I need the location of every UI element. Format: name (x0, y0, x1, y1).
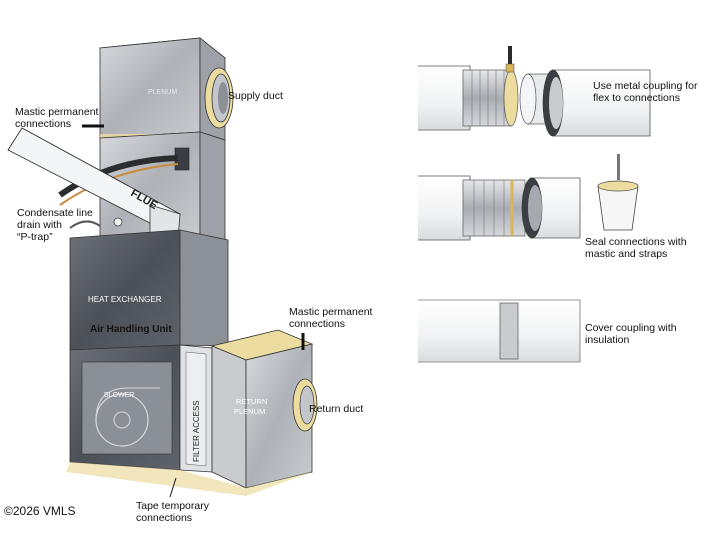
return-plenum-label-1: RETURN (236, 397, 267, 406)
supply-duct-collar (204, 67, 234, 129)
step-3-illustration (418, 299, 581, 363)
leader-lines (82, 124, 305, 498)
filter-access-label: FILTER ACCESS (192, 400, 201, 462)
plenum-label: PLENUM (148, 89, 177, 96)
step-2-illustration (418, 154, 639, 241)
mastic-right-label-2: connections (289, 318, 346, 330)
step-1-text-line-1: Use metal coupling for (593, 80, 698, 92)
blower-section (69, 344, 181, 471)
step-1-illustration (418, 46, 651, 137)
tape-temporary-label-1: Tape temporary (136, 500, 209, 512)
mastic-top-label-1: Mastic permanent (15, 106, 99, 118)
heat-exchanger-label: HEAT EXCHANGER (88, 295, 162, 304)
supply-duct-label: Supply duct (228, 90, 283, 102)
step-3-text-line-2: insulation (585, 334, 630, 346)
tape-temporary-label-2: connections (136, 512, 193, 524)
step-1-text-line-2: flex to connections (593, 92, 680, 104)
blower-label: BLOWER (104, 392, 134, 399)
condensate-label-3: “P-trap” (17, 231, 53, 243)
air-handling-unit-label: Air Handling Unit (90, 324, 172, 335)
condensate-label-2: drain with (17, 219, 62, 231)
mastic-top-label-2: connections (15, 118, 72, 130)
hvac-unit-illustration (7, 37, 318, 498)
heat-exchanger-section (69, 229, 229, 351)
step-2-text-line-2: mastic and straps (585, 248, 668, 260)
step-2-text-line-1: Seal connections with (585, 236, 687, 248)
return-plenum (210, 329, 318, 489)
return-duct-label: Return duct (309, 403, 364, 415)
condensate-label-1: Condensate line (17, 207, 93, 219)
mastic-right-label-1: Mastic permanent (289, 306, 373, 318)
step-3-text-line-1: Cover coupling with (585, 322, 677, 334)
filter-access-panel (179, 344, 213, 473)
return-plenum-label-2: PLENUM (234, 407, 265, 416)
copyright-label: ©2026 VMLS (4, 504, 76, 518)
